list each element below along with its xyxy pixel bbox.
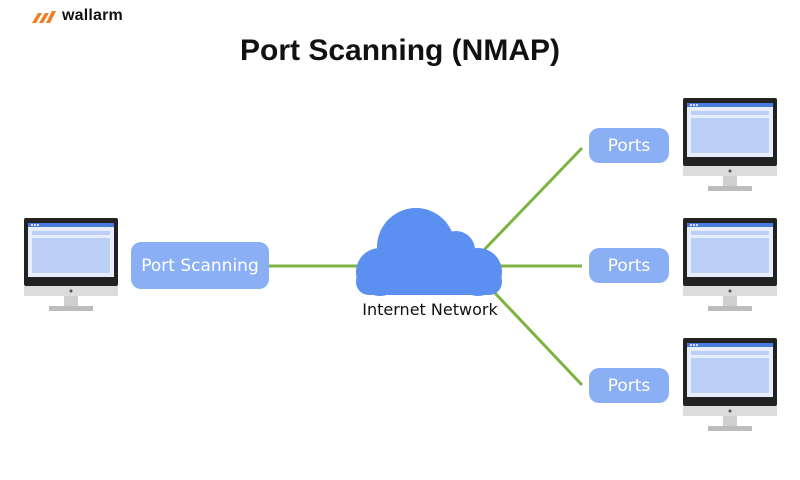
port-connector-3 bbox=[491, 289, 584, 387]
internet-network-label: Internet Network bbox=[362, 300, 498, 319]
desktop-monitor-icon bbox=[683, 338, 777, 431]
port-connector-1 bbox=[481, 146, 584, 253]
desktop-monitor-icon bbox=[24, 218, 118, 311]
ports-node: Ports bbox=[589, 368, 669, 403]
ports-node: Ports bbox=[589, 128, 669, 163]
ports-node: Ports bbox=[589, 248, 669, 283]
desktop-monitor-icon bbox=[683, 218, 777, 311]
desktop-monitor-icon bbox=[683, 98, 777, 191]
wallarm-logo-icon bbox=[32, 11, 56, 23]
diagram-title: Port Scanning (NMAP) bbox=[240, 34, 560, 67]
brand-logo: wallarm bbox=[32, 6, 123, 26]
cloud-icon bbox=[356, 208, 502, 296]
brand-name: wallarm bbox=[62, 7, 123, 24]
port-scanning-node: Port Scanning bbox=[131, 242, 269, 289]
